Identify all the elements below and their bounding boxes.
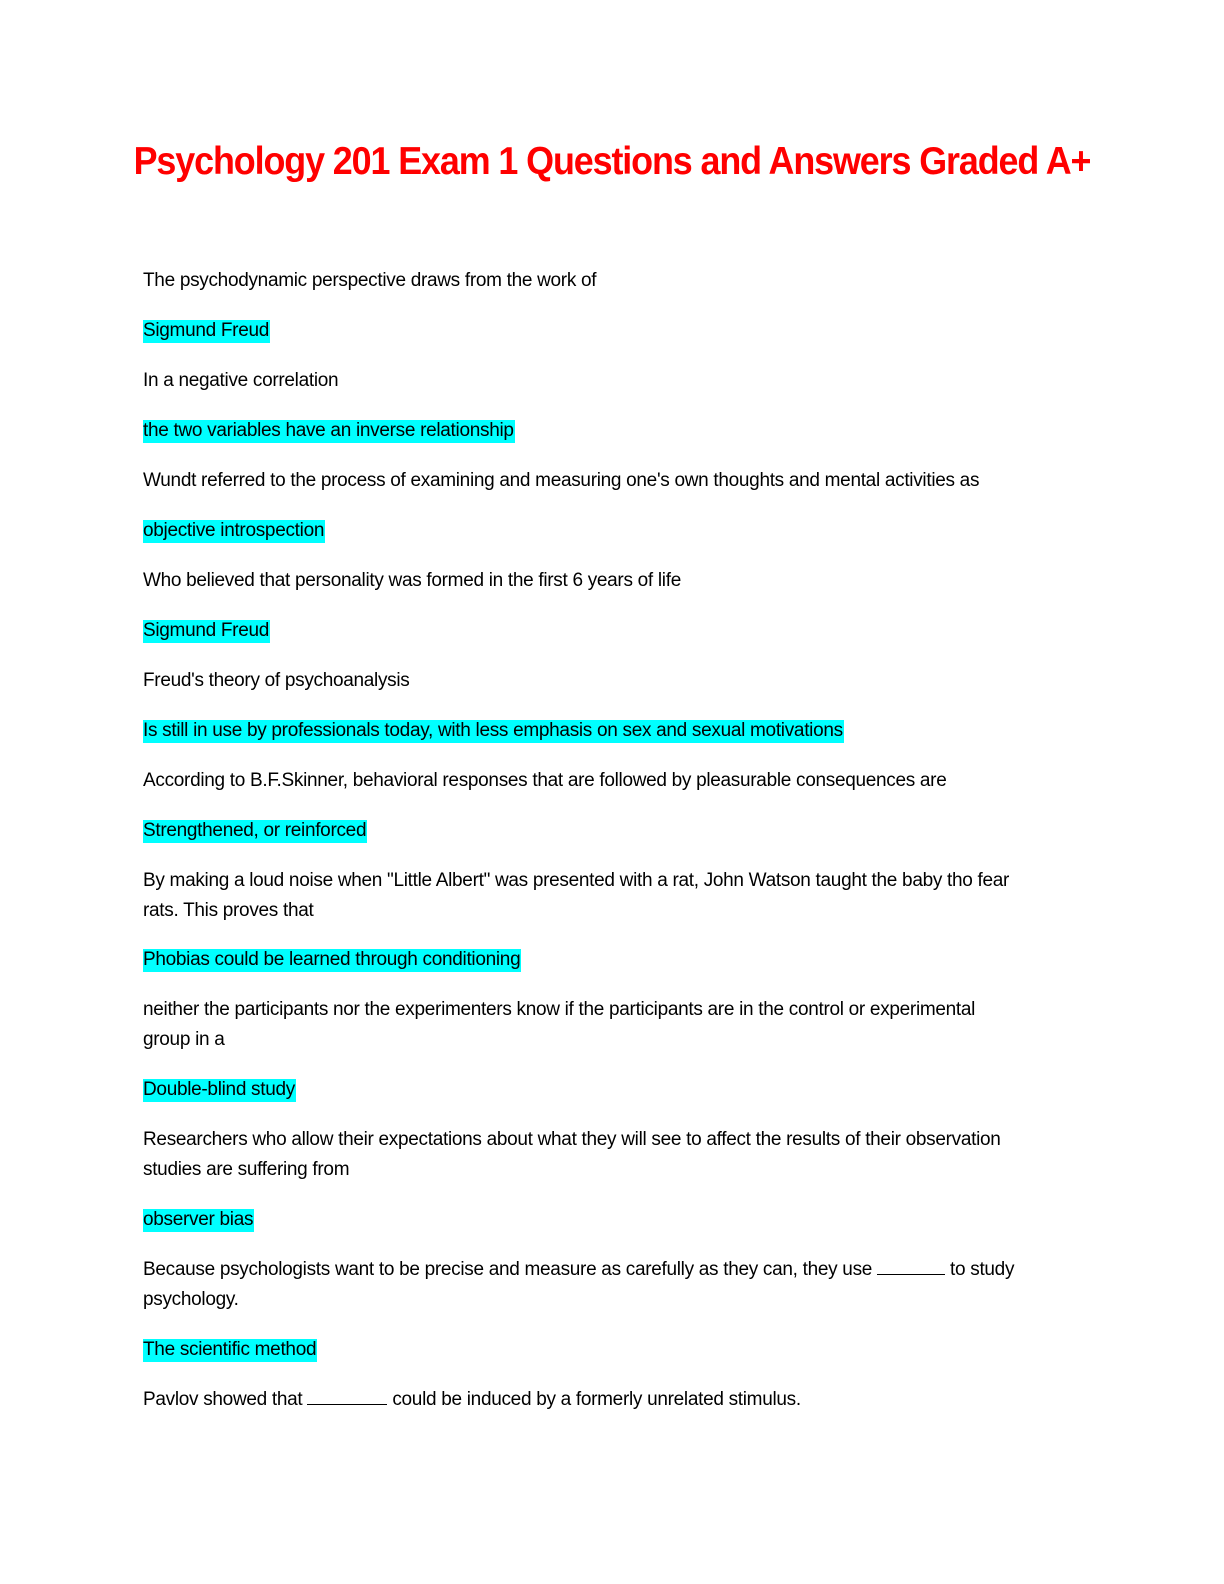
question-5: Freud's theory of psychoanalysis [143, 670, 410, 691]
question-3: Wundt referred to the process of examini… [143, 470, 980, 491]
document-title: Psychology 201 Exam 1 Questions and Answ… [133, 140, 1092, 183]
answer-1: Sigmund Freud [143, 316, 1073, 346]
question-10-line-2: psychology. [143, 1289, 239, 1310]
question-2: In a negative correlation [143, 370, 339, 391]
answer-8: Double-blind study [143, 1075, 1073, 1105]
question-7-line-1: By making a loud noise when "Little Albe… [143, 870, 1010, 891]
answer-highlight: the two variables have an inverse relati… [143, 420, 515, 443]
question-11: Pavlov showed that could be induced by a… [143, 1389, 801, 1410]
answer-5: Is still in use by professionals today, … [143, 716, 1073, 746]
question-7-line-2: rats. This proves that [143, 900, 314, 921]
answer-4: Sigmund Freud [143, 616, 1073, 646]
answer-7: Phobias could be learned through conditi… [143, 945, 1073, 975]
answer-highlight: objective introspection [143, 520, 326, 543]
question-4: Who believed that personality was formed… [143, 570, 681, 591]
answer-10: The scientific method [143, 1335, 1073, 1365]
question-10-line-1: Because psychologists want to be precise… [143, 1259, 1015, 1280]
answer-highlight: Phobias could be learned through conditi… [143, 949, 522, 972]
question-1: The psychodynamic perspective draws from… [143, 270, 597, 291]
question-6: According to B.F.Skinner, behavioral res… [143, 770, 947, 791]
answer-highlight: observer bias [143, 1209, 255, 1232]
answer-highlight: Is still in use by professionals today, … [143, 720, 844, 743]
answer-3: objective introspection [143, 516, 1073, 546]
question-8-line-2: group in a [143, 1029, 225, 1050]
answer-highlight: Strengthened, or reinforced [143, 820, 368, 843]
answer-highlight: Sigmund Freud [143, 620, 271, 643]
answer-highlight: The scientific method [143, 1339, 318, 1362]
question-9-line-2: studies are suffering from [143, 1159, 350, 1180]
answer-6: Strengthened, or reinforced [143, 816, 1073, 846]
answer-highlight: Double-blind study [143, 1079, 296, 1102]
answer-highlight: Sigmund Freud [143, 320, 271, 343]
fill-in-blank [307, 1403, 388, 1405]
question-8-line-1: neither the participants nor the experim… [143, 999, 976, 1020]
question-9-line-1: Researchers who allow their expectations… [143, 1129, 1001, 1150]
fill-in-blank [877, 1273, 946, 1275]
answer-9: observer bias [143, 1205, 1073, 1235]
answer-2: the two variables have an inverse relati… [143, 416, 1073, 446]
